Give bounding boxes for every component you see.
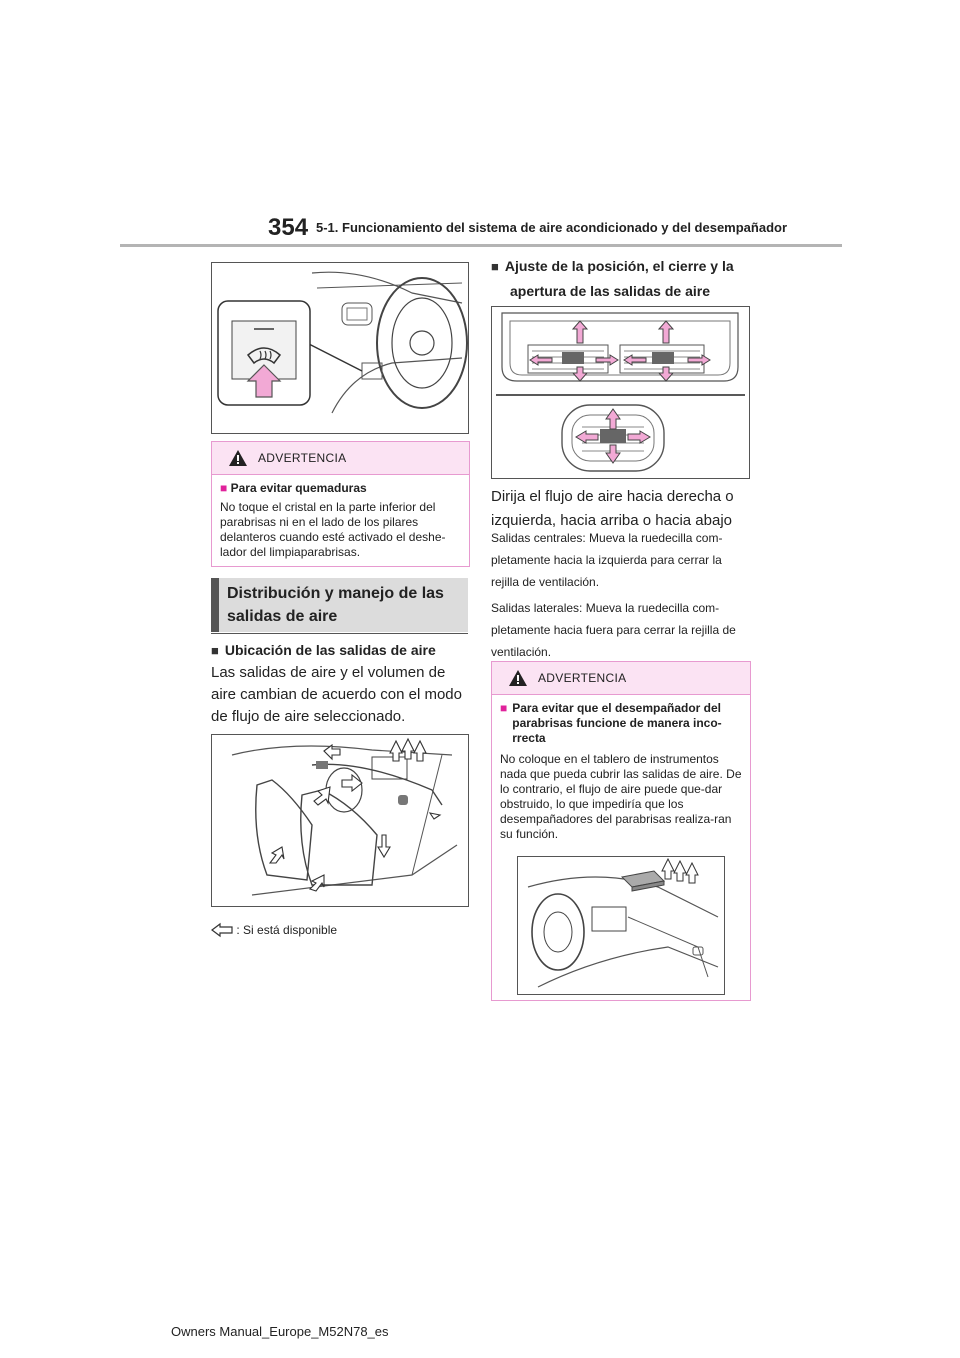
dashboard-obstruction-figure [517,856,725,995]
warning-header: ADVERTENCIA [212,442,469,475]
airflow-cabin-figure [211,734,469,907]
outline-arrow-icon [211,922,233,938]
side-outlets-text: Salidas laterales: Mueva la ruedecilla c… [491,601,736,659]
square-bullet-icon: ■ [211,643,219,658]
warning-label: ADVERTENCIA [258,451,347,465]
subhead-outlet-adjustment: ■Ajuste de la posición, el cierre y la a… [491,258,734,299]
defroster-switch-figure [211,262,469,434]
airflow-direction-paragraph: Dirija el flujo de aire hacia derecha o … [491,488,734,529]
square-bullet-icon: ■ [491,259,499,274]
warning-triangle-icon [229,450,247,466]
warning-body: No toque el cristal en la parte inferior… [220,500,446,559]
warning-box-burns: ADVERTENCIA ■ Para evitar quemaduras No … [211,441,470,567]
page-number: 354 [268,214,309,241]
warning-header: ADVERTENCIA [492,662,750,695]
subhead-outlet-location: ■Ubicación de las salidas de aire [211,642,436,658]
warning-label: ADVERTENCIA [538,671,627,685]
warning-body: No coloque en el tablero de instrumentos… [500,752,742,841]
footer-text: Owners Manual_Europe_M52N78_es [171,1324,389,1339]
header-divider [120,244,842,247]
section-underline [211,633,468,634]
warning-triangle-icon [509,670,527,686]
section-heading: Distribución y manejo de las salidas de … [211,578,468,632]
vent-adjustment-figure [491,306,750,479]
section-title-line2: salidas de aire [227,608,338,625]
outlet-location-paragraph: Las salidas de aire y el volumen de aire… [211,664,462,725]
warning-subtitle: ■ Para evitar que el desempañador del pa… [500,701,722,745]
chapter-title: 5-1. Funcionamiento del sistema de aire … [316,220,788,235]
legend-text: : Si está disponible [236,923,338,937]
warning-box-defroster: ADVERTENCIA ■ Para evitar que el desempa… [491,661,751,1001]
square-bullet-icon: ■ [500,701,508,715]
central-outlets-text: Salidas centrales: Mueva la ruedecilla c… [491,531,723,589]
warning-subtitle: ■ Para evitar quemaduras [220,481,367,495]
square-bullet-icon: ■ [220,481,228,495]
legend-row: : Si está disponible [211,922,337,938]
section-title-line1: Distribución y manejo de las [227,585,444,602]
